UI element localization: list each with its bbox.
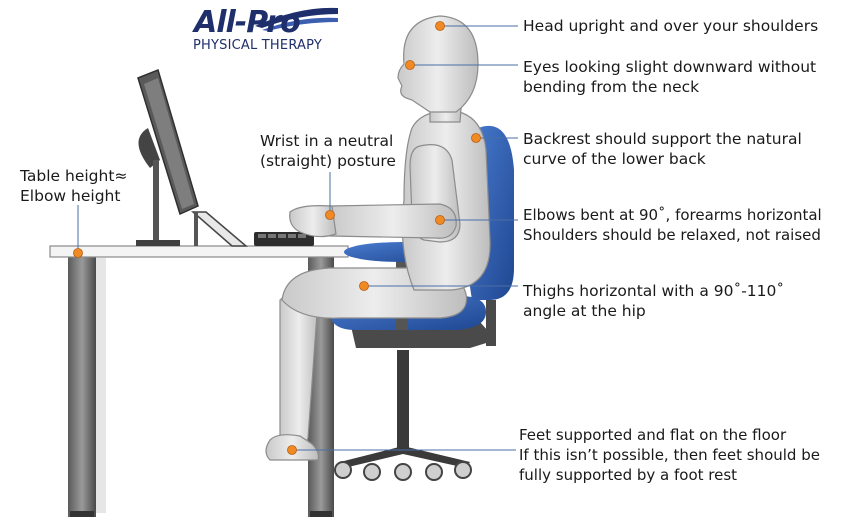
logo-subtitle: PHYSICAL THERAPY bbox=[193, 38, 323, 53]
document-holder bbox=[190, 211, 249, 247]
marker-foot bbox=[287, 445, 297, 455]
monitor bbox=[136, 68, 199, 246]
label-backrest: Backrest should support the natural curv… bbox=[523, 130, 802, 168]
marker-backrest bbox=[471, 133, 481, 143]
marker-elbow bbox=[435, 215, 445, 225]
label-feet: Feet supported and flat on the floor If … bbox=[519, 426, 820, 484]
marker-table bbox=[73, 248, 83, 258]
label-elbows: Elbows bent at 90˚, forearms horizontal … bbox=[523, 206, 822, 244]
seated-person bbox=[265, 15, 491, 461]
label-thighs: Thighs horizontal with a 90˚-110˚ angle … bbox=[523, 282, 785, 320]
label-table: Table height≈ Elbow height bbox=[20, 167, 128, 205]
all-pro-logo: All-Pro PHYSICAL THERAPY bbox=[190, 5, 350, 55]
label-eyes: Eyes looking slight downward without ben… bbox=[523, 58, 817, 96]
label-head: Head upright and over your shoulders bbox=[523, 17, 819, 35]
label-wrist: Wrist in a neutral (straight) posture bbox=[260, 132, 396, 170]
marker-head bbox=[435, 21, 445, 31]
marker-thigh bbox=[359, 281, 369, 291]
keyboard bbox=[254, 232, 314, 246]
logo-swoosh bbox=[255, 7, 338, 31]
leader-lines bbox=[77, 25, 518, 451]
logo-name: All-Pro bbox=[194, 5, 301, 40]
markers bbox=[73, 21, 481, 455]
marker-wrist bbox=[325, 210, 335, 220]
marker-eyes bbox=[405, 60, 415, 70]
